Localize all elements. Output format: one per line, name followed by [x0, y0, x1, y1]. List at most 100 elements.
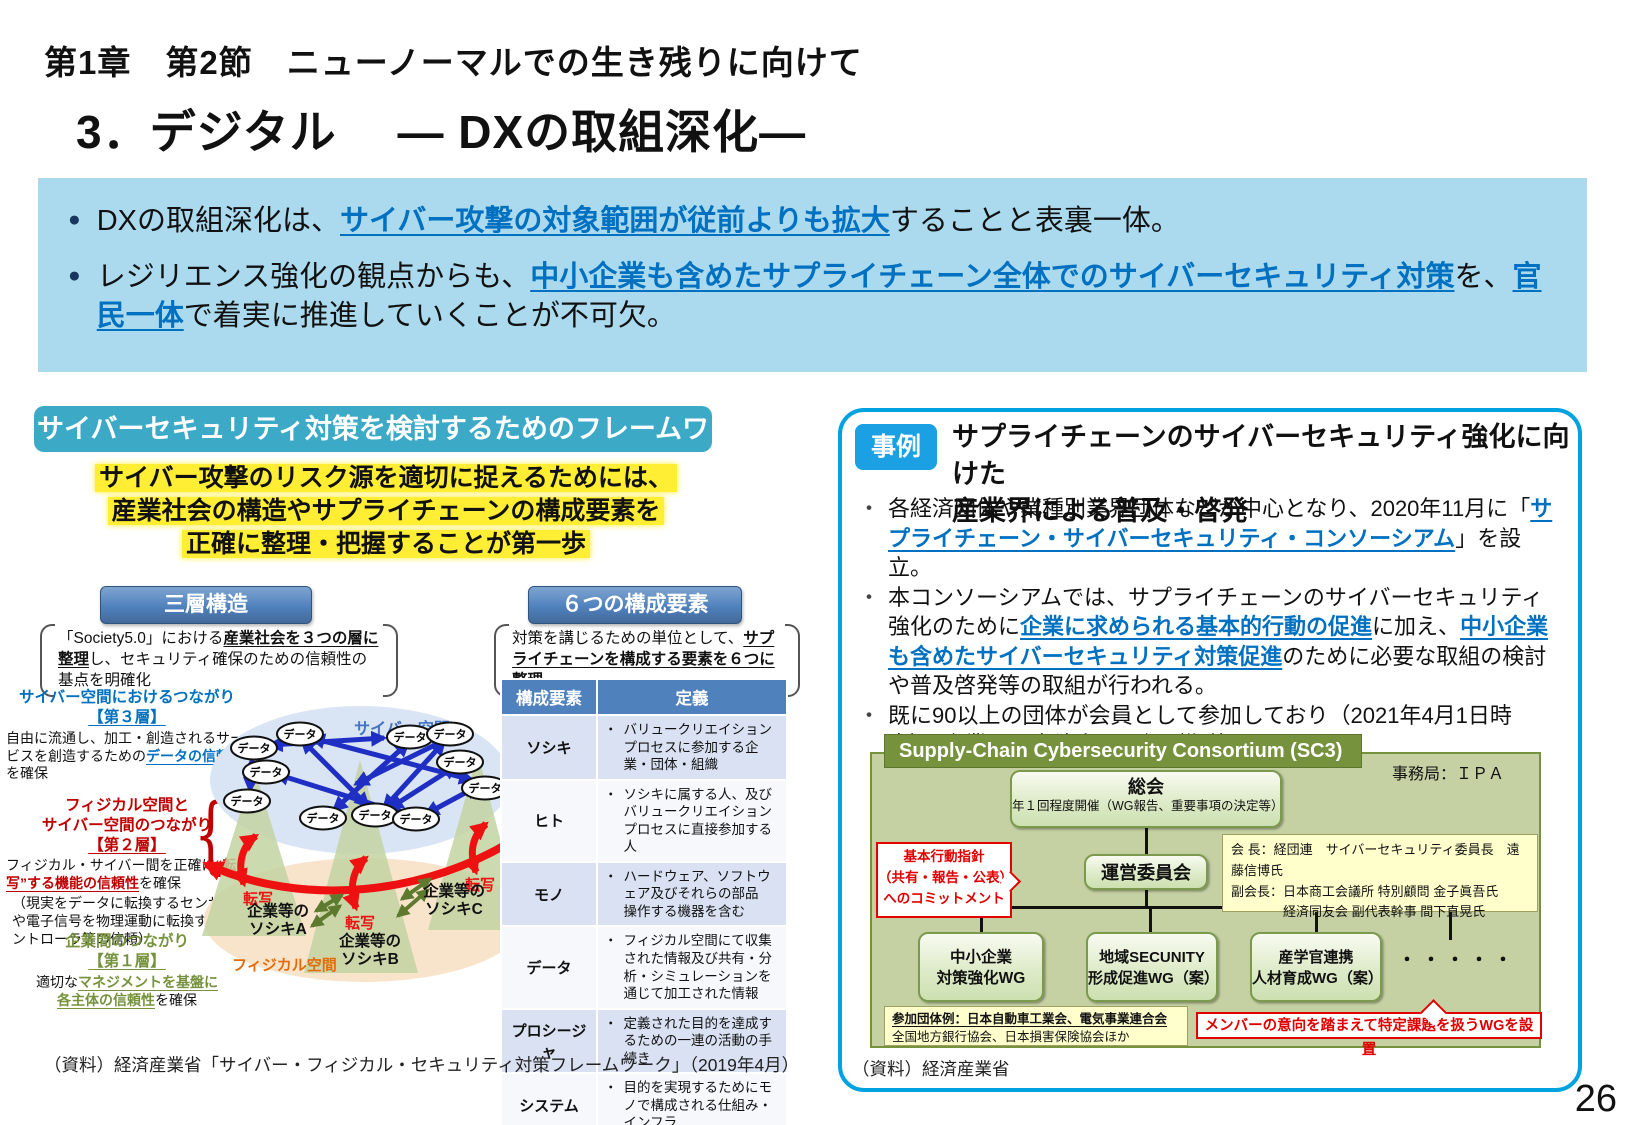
highlighted-line: 正確に整理・把握することが第一歩 [181, 530, 590, 558]
table-row: データ・フィジカル空間にて収集された情報及び共有・分析・シミュレーションを通じて… [500, 925, 788, 1010]
element-definition: バリュークリエイションプロセスに参加する企業・団体・組織 [623, 722, 773, 773]
element-term: システム [500, 1072, 598, 1125]
text-run: 本コンソーシアムでは、サプライチェーンのサイバーセキュリティ強化のために [888, 584, 1544, 640]
case-bullet-1-text: 各経済団体や業種別業界団体などが中心となり、2020年11月に「サプライチェーン… [888, 494, 1564, 583]
table-row: モノ・ハードウェア、ソフトウェア及びそれらの部品 操作する機器を含む [500, 860, 788, 928]
emphasis-link-text: 企業に求められる基本的行動の促進 [1020, 614, 1373, 639]
connector-line [980, 906, 1452, 909]
text-run: 「Society5.0」における [58, 630, 224, 647]
org-a-label: 企業等の [246, 901, 309, 920]
bullet-dot-icon: ● [68, 264, 81, 288]
bullet-dot-icon: ・ [858, 702, 881, 728]
element-definition: フィジカル空間にて収集された情報及び共有・分析・シミュレーションを通じて加工され… [623, 933, 773, 1002]
data-node-label: データ [394, 730, 427, 744]
case-title-line: サプライチェーンのサイバーセキュリティ強化に向けた [952, 422, 1570, 489]
data-node-label: データ [469, 781, 502, 795]
element-term: ヒト [500, 778, 598, 863]
emphasis-text: 産業社会を３つの層に整理 [58, 630, 379, 668]
chapter-kicker: 第1章 第2節 ニューノーマルでの生き残りに向けて [44, 44, 863, 81]
emphasis-text: マネジメントを基盤に [78, 973, 218, 990]
data-node-label: データ [400, 812, 433, 826]
case-title: サプライチェーンのサイバーセキュリティ強化に向けた 産業界による普及・啓発 [952, 419, 1572, 530]
org-a-label: ソシキA [249, 921, 307, 938]
six-elements-table: 構成要素 定義 ソシキ・バリュークリエイションプロセスに参加する企業・団体・組織… [500, 678, 788, 1125]
data-node-label: データ [359, 808, 392, 822]
summary-box: ● DXの取組深化は、サイバー攻撃の対象範囲が従前よりも拡大することと表裏一体。… [38, 178, 1587, 372]
bullet-dot-icon: ・ [604, 786, 618, 802]
text-run: レジリエンス強化の観点からも、 [96, 261, 531, 294]
org-b-label: ソシキB [341, 951, 399, 968]
wg-label-line: 産学官連携 [1278, 949, 1354, 966]
framework-section-header: サイバーセキュリティ対策を検討するためのフレームワーク [34, 406, 712, 490]
text-run: を確保 [139, 875, 181, 892]
case-bullet-1: ・ 各経済団体や業種別業界団体などが中心となり、2020年11月に「サプライチェ… [858, 494, 1564, 583]
case-bullet-2: ・ 本コンソーシアムでは、サプライチェーンのサイバーセキュリティ強化のために企業… [858, 583, 1564, 701]
connector-line [1449, 906, 1452, 940]
text-run: 対策を講じるための単位として、 [512, 630, 744, 647]
layer2-body: フィジカル・サイバー間を正確に“転写”する機能の信頼性を確保 [6, 857, 248, 893]
table-row: ヒト・ソシキに属する人、及びバリュークリエイションプロセスに直接参加する人 [500, 778, 788, 863]
text-run: 各経済団体や業種別業界団体などが中心となり、2020年11月に「 [888, 496, 1531, 521]
text-run: に加え、 [1372, 614, 1461, 639]
data-node-label: データ [250, 765, 283, 779]
org-c-label: ソシキC [425, 901, 483, 918]
emphasis-link-text: 中小企業も含めたサプライチェーン全体でのサイバーセキュリティ対策 [530, 261, 1455, 294]
three-layer-note: 「Society5.0」における産業社会を３つの層に整理し、セキュリティ確保のた… [40, 624, 398, 697]
data-node-label: データ [434, 727, 467, 741]
case-bullets: ・ 各経済団体や業種別業界団体などが中心となり、2020年11月に「サプライチェ… [858, 494, 1564, 760]
table-row: ソシキ・バリュークリエイションプロセスに参加する企業・団体・組織 [500, 714, 788, 781]
text-run: 」を設立。 [888, 525, 1522, 581]
element-definition: 定義された目的を達成するための一連の活動の手続き [623, 1015, 773, 1066]
six-elements-button: ６つの構成要素 [528, 586, 742, 624]
highlighted-line: 産業社会の構造やサプライチェーンの構成要素を [107, 497, 665, 525]
transfer-label: 転写 [243, 891, 273, 908]
consortium-link: サプライチェーン・サイバーセキュリティ・コンソーシアム [888, 496, 1553, 551]
assembly-subtitle: 年１回程度開催（WG報告、重要事項の決定等） [1012, 799, 1284, 813]
sc3-secretariat: 事務局：ＩＰＡ [1392, 766, 1505, 783]
table-header-row: 構成要素 定義 [500, 678, 788, 716]
col-header-definition: 定義 [596, 678, 788, 716]
data-node-label: データ [307, 811, 340, 825]
text-run: で着実に推進していくことが不可欠。 [183, 299, 676, 332]
table-row: プロシージャ・定義された目的を達成するための一連の活動の手続き [500, 1007, 788, 1075]
framework-lead-text: サイバー攻撃のリスク源を適切に捉えるためには、 産業社会の構造やサプライチェーン… [0, 462, 772, 561]
members-line: 参加団体例：日本自動車工業会、電気事業連合会 [892, 1010, 1180, 1028]
callout-line: へのコミットメント [883, 890, 1005, 906]
org-c-label: 企業等の [422, 881, 485, 900]
text-run: 自由に流通し、加工・創造されるサービスを創造するための [6, 729, 244, 764]
page-number: 26 [1574, 1078, 1617, 1120]
transfer-label: 転写 [345, 915, 375, 932]
summary-bullet-2: ● レジリエンス強化の観点からも、中小企業も含めたサプライチェーン全体でのサイバ… [68, 258, 1553, 335]
case-source-caption: （資料）経済産業省 [852, 1059, 1010, 1079]
data-node-label: データ [238, 741, 271, 755]
bullet-dot-icon: ・ [604, 1080, 618, 1096]
callout-line: 基本行動指針 [903, 849, 985, 864]
leader-line: 会 長：経団連 サイバーセキュリティ委員長 遠藤信博氏 [1231, 842, 1520, 878]
bullet-dot-icon: ・ [604, 868, 618, 884]
emphasis-link-text: 中小企業も含めたサイバーセキュリティ対策促進 [888, 614, 1549, 669]
layer1-annotation: 企業間のつながり 【第１層】 適切なマネジメントを基盤に各主体の信頼性を確保 [6, 932, 248, 1009]
case-bullet-2-text: 本コンソーシアムでは、サプライチェーンのサイバーセキュリティ強化のために企業に求… [888, 583, 1564, 701]
sc3-wg-hr: 産学官連携 人材育成WG（案） [1250, 932, 1383, 1002]
layer2-title: サイバー空間のつながり [41, 816, 213, 834]
connector-line [1145, 828, 1148, 854]
bullet-dot-icon: ・ [858, 496, 881, 521]
members-label: 参加団体例：日本自動車工業会、電気事業連合会 [892, 1012, 1168, 1026]
bullet-dot-icon: ・ [604, 722, 618, 737]
wg-label-line: 地域SECUNITY [1099, 949, 1205, 966]
sc3-wg-sme: 中小企業 対策強化WG [918, 932, 1044, 1002]
element-definition: 目的を実現するためにモノで構成される仕組み・インフラ [623, 1080, 773, 1125]
layer2-tag: 【第２層】 [88, 836, 166, 854]
text-run: 適切な [36, 973, 78, 990]
text-run: のために必要な取組の検討や普及啓発等の取組が行われる。 [888, 643, 1547, 699]
connector-line [980, 906, 983, 932]
org-link-arrows [309, 877, 433, 928]
sc3-wg-secunity: 地域SECUNITY 形成促進WG（案） [1086, 932, 1219, 1002]
emphasis-link-text: サイバー攻撃の対象範囲が従前よりも拡大 [339, 205, 890, 237]
members-line: 全国地方銀行協会、日本損害保険協会ほか [892, 1030, 1130, 1045]
bullet-dot-icon: ・ [858, 584, 881, 610]
sc3-title-bar: Supply-Chain Cybersecurity Consortium (S… [884, 734, 1362, 768]
summary-bullet-2-text: レジリエンス強化の観点からも、中小企業も含めたサプライチェーン全体でのサイバーセ… [97, 258, 1553, 335]
summary-bullet-1: ● DXの取組深化は、サイバー攻撃の対象範囲が従前よりも拡大することと表裏一体。 [68, 202, 1553, 240]
element-term: データ [500, 925, 598, 1010]
